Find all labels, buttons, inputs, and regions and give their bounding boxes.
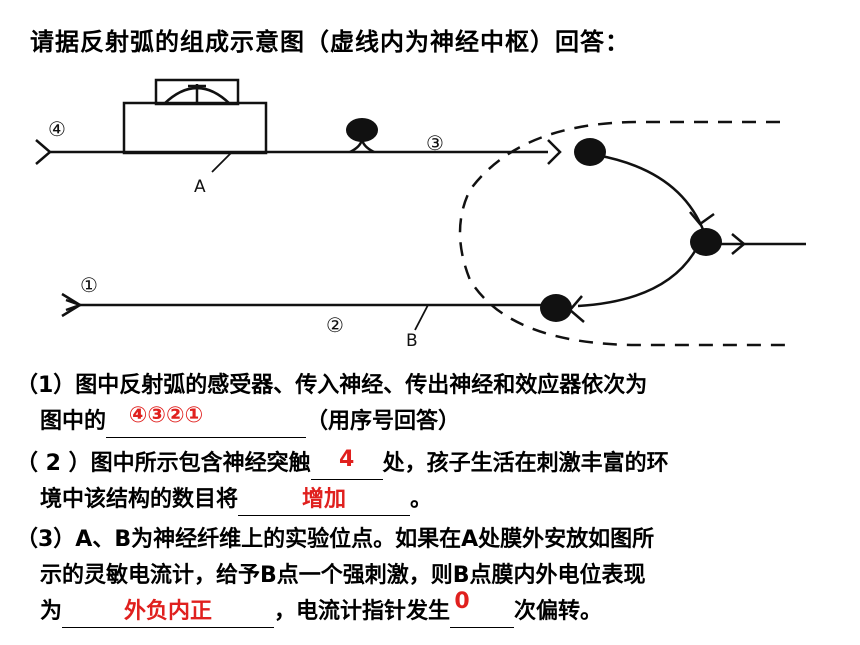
q3-answer2: 0 [454,589,470,614]
cns-boundary [458,120,790,347]
label-4: ④ [48,117,66,141]
question-2: （ 2 ）图中所示包含神经突触 4 处，孩子生活在刺激丰富的环 境中该结构的数目将 增… [16,446,846,518]
q3-line1: （3）A、B为神经纤维上的实验位点。如果在A处膜外安放如图所 [16,527,655,552]
q3-prefix: 为 [40,599,63,624]
q2-mid: 处，孩子生活在刺激丰富的环 [382,451,669,476]
pointer-B [414,304,429,331]
q2-answer1: 4 [338,447,355,472]
q3-mid: ，电流计指针发生 [274,599,451,624]
q1-prefix: 图中的 [40,409,107,434]
q2-line1: （ 2 ）图中所示包含神经突触 4 处，孩子生活在刺激丰富的环 [16,446,846,482]
label-1: ① [80,273,98,297]
question-1: （1）图中反射弧的感受器、传入神经、传出神经和效应器依次为 图中的 ④③②① （用序… [16,368,846,440]
q3-answer2-field[interactable]: 0 [450,589,515,628]
efferent-nerve [35,139,562,165]
label-2: ② [326,313,344,337]
neuron-body-2 [690,228,722,256]
q2-line2: 境中该结构的数目将 增加 。 [16,482,846,518]
q1-suffix: （用序号回答） [306,409,461,434]
galvanometer [122,78,268,155]
q2-answer2: 增加 [302,487,347,512]
q1-line1: （1）图中反射弧的感受器、传入神经、传出神经和效应器依次为 [16,373,648,398]
q3-answer1: 外负内正 [124,599,213,624]
q2-answer2-field[interactable]: 增加 [238,485,411,516]
label-B: B [406,331,418,351]
q2-suffix: 。 [410,487,433,512]
pointer-A [211,151,233,173]
page-title: 请据反射弧的组成示意图（虚线内为神经中枢）回答： [30,28,630,56]
q2-prefix2: 境中该结构的数目将 [40,487,239,512]
afferent-nerve [61,292,585,323]
neuron-body-3 [540,294,572,322]
q2-prefix: （ 2 ）图中所示包含神经突触 [16,451,311,476]
ganglion-top [346,118,378,154]
label-3: ③ [426,131,444,155]
q3-suffix: 次偏转。 [514,599,603,624]
q1-answer-field[interactable]: ④③②① [106,403,307,438]
q3-line2: 示的灵敏电流计，给予B点一个强刺激，则B点膜内外电位表现 [40,563,646,588]
reflex-arc-diagram: ④ ③ A ① ② B [35,78,806,351]
q2-answer1-field[interactable]: 4 [310,447,383,480]
question-3: （3）A、B为神经纤维上的实验位点。如果在A处膜外安放如图所 示的灵敏电流计，给… [16,522,846,630]
label-A: A [194,177,206,197]
neuron-body-1 [574,138,606,166]
q1-line2: 图中的 ④③②① （用序号回答） [16,403,846,440]
q1-answer: ④③②① [128,403,204,428]
interneuron-chain [577,153,806,308]
q3-answer1-field[interactable]: 外负内正 [62,597,275,628]
